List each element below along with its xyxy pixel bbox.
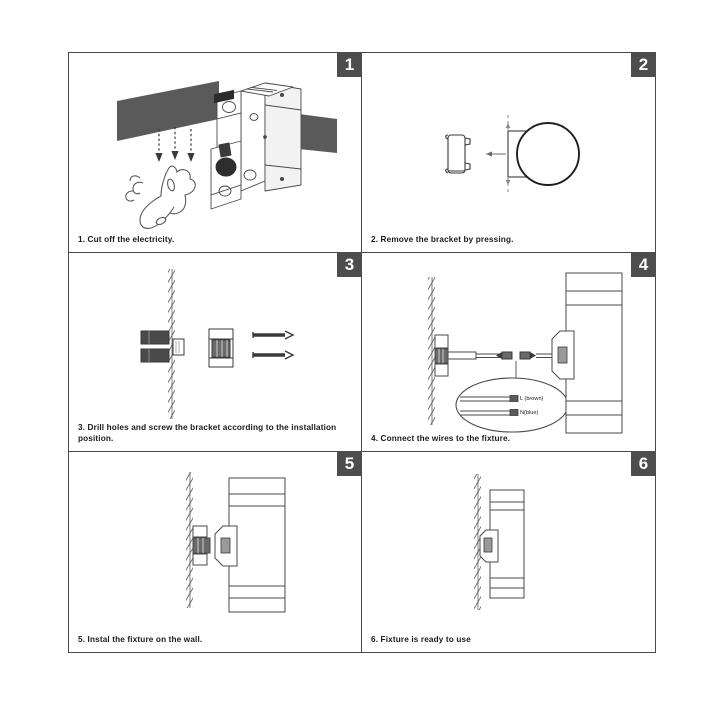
panel-step-3: 3	[69, 251, 362, 453]
mounted-bracket-icon	[192, 525, 211, 566]
panel-6-illustration	[362, 452, 655, 652]
wall-anchor-icon	[140, 330, 170, 363]
circuit-breaker-icon	[210, 82, 302, 210]
step-badge-3: 3	[337, 251, 362, 277]
bracket-icon	[445, 134, 471, 174]
step-badge-5: 5	[337, 451, 362, 477]
mounted-bracket-icon	[434, 334, 449, 377]
step-badge-6: 6	[631, 451, 656, 477]
mounted-bracket-icon	[172, 338, 185, 356]
panel-5-illustration	[69, 452, 361, 652]
panel-6-caption: 6. Fixture is ready to use	[371, 635, 471, 644]
panel-4-illustration: L (brown) N(blue)	[362, 253, 655, 452]
panel-3-illustration	[69, 253, 361, 452]
panel-step-2: 2	[362, 52, 656, 253]
panel-step-1: 1	[69, 52, 362, 253]
press-arrow-icon	[486, 151, 506, 157]
pointing-hand-icon	[125, 165, 196, 229]
screw-icon	[252, 330, 295, 360]
panel-step-6: 6	[362, 451, 656, 652]
wire-icon	[447, 351, 566, 360]
panel-5-caption: 5. Instal the fixture on the wall.	[78, 635, 203, 644]
panel-1-illustration	[69, 53, 361, 252]
step-badge-1: 1	[337, 52, 362, 77]
panel-step-4: 4	[362, 251, 656, 453]
fixture-cylinder-icon	[551, 272, 623, 434]
step-badge-2: 2	[631, 52, 656, 77]
panel-step-5: 5	[69, 451, 362, 652]
fixture-cylinder-mounted-icon	[479, 489, 525, 599]
wire-label-live: L (brown)	[520, 396, 544, 402]
panel-2-caption: 2. Remove the bracket by pressing.	[371, 234, 514, 244]
instruction-grid-frame: 1	[68, 52, 656, 653]
fixture-cylinder-icon	[214, 477, 286, 613]
down-arrow-icon	[155, 127, 195, 162]
wall-hatch-icon	[428, 276, 435, 425]
wire-label-neutral: N(blue)	[520, 410, 538, 416]
bracket-icon	[208, 328, 234, 368]
panel-grid: 1	[69, 52, 656, 652]
magnifier-detail-icon	[455, 377, 569, 433]
step-badge-4: 4	[631, 251, 656, 277]
wall-hatch-icon	[474, 474, 481, 611]
wall-hatch-icon	[186, 472, 193, 609]
panel-1-caption: 1. Cut off the electricity.	[78, 234, 175, 244]
panel-2-illustration	[362, 53, 655, 252]
wall-hatch-icon	[168, 268, 175, 419]
panel-4-caption: 4. Connect the wires to the fixture.	[371, 434, 511, 444]
panel-3-caption: 3. Drill holes and screw the bracket acc…	[78, 423, 337, 444]
fixture-circle-icon	[516, 122, 580, 186]
